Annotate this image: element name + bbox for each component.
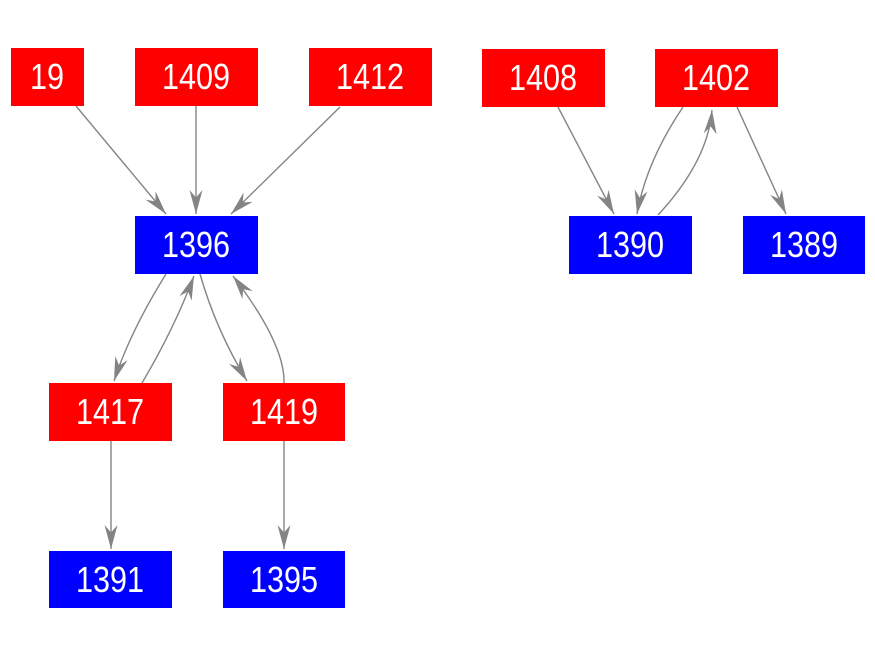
node-label: 1395	[249, 558, 319, 600]
edge-1402-to-1389	[736, 106, 787, 215]
graph-node-1419[interactable]: 1419	[223, 383, 345, 441]
edge-1396-to-1419	[199, 273, 248, 382]
graph-node-1409[interactable]: 1409	[135, 48, 258, 106]
edge-1402-to-1390	[634, 106, 684, 215]
node-label: 1389	[769, 224, 839, 265]
edge-19-to-1396	[75, 105, 167, 215]
graph-node-1391[interactable]: 1391	[49, 551, 172, 608]
node-label: 1412	[336, 56, 405, 97]
graph-node-19[interactable]: 19	[11, 48, 84, 106]
graph-node-1402[interactable]: 1402	[655, 49, 778, 107]
node-label: 1417	[76, 391, 145, 432]
edge-1417-to-1396	[141, 275, 195, 384]
graph-node-1389[interactable]: 1389	[743, 216, 865, 274]
node-label: 1419	[249, 391, 319, 432]
node-label: 1391	[76, 558, 145, 600]
edge-1408-to-1390	[557, 106, 615, 215]
edge-1390-to-1402	[657, 109, 717, 216]
edge-1412-to-1396	[230, 106, 341, 215]
edge-1396-to-1417	[113, 273, 167, 382]
graph-node-1396[interactable]: 1396	[135, 216, 258, 274]
graph-node-1395[interactable]: 1395	[223, 551, 345, 608]
node-label: 1396	[162, 224, 231, 265]
node-label: 1408	[509, 57, 578, 98]
graph-node-1412[interactable]: 1412	[309, 48, 432, 106]
edge-1419-to-1396	[232, 275, 285, 384]
node-label: 1409	[162, 56, 231, 97]
graph-node-1390[interactable]: 1390	[569, 216, 692, 274]
graph-node-1408[interactable]: 1408	[482, 49, 605, 107]
graph-node-1417[interactable]: 1417	[49, 383, 172, 441]
node-label: 1402	[682, 57, 751, 98]
node-label: 19	[30, 56, 65, 97]
node-label: 1390	[596, 224, 665, 265]
